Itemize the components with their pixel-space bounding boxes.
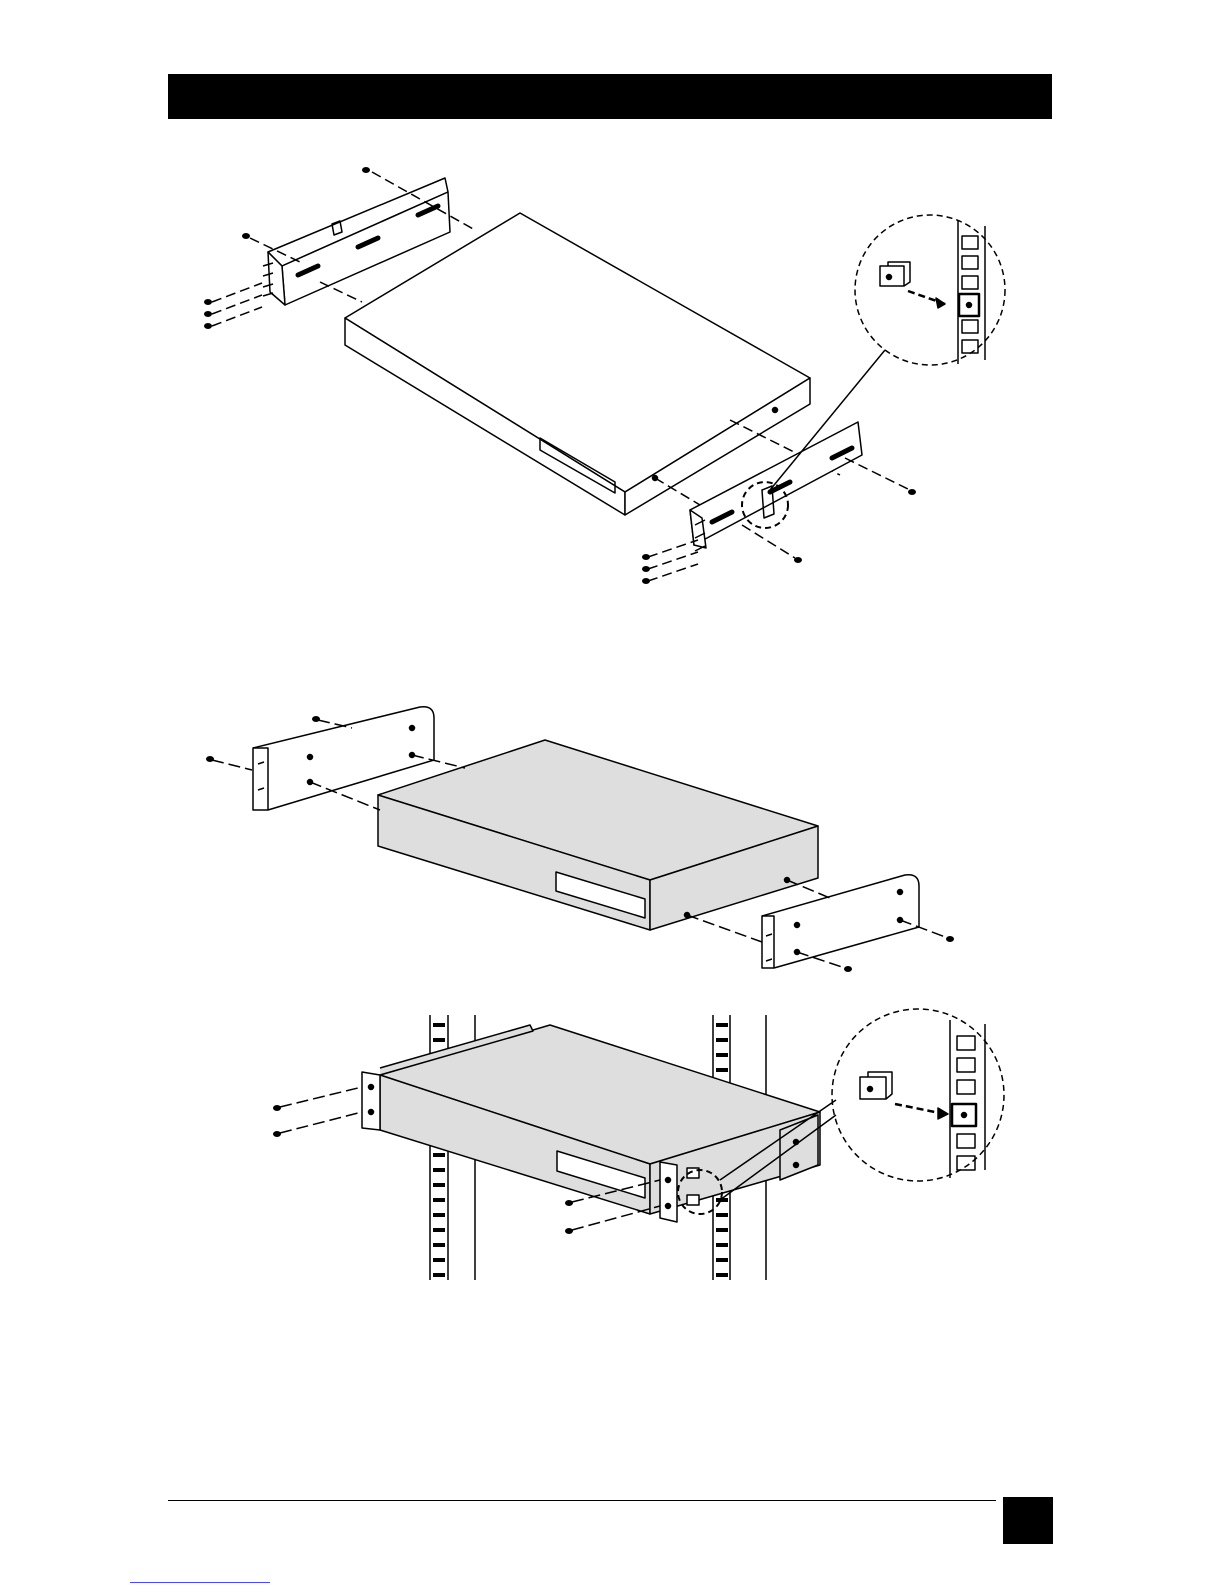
cage-nut-detail-circle-2 — [832, 1009, 1004, 1181]
cage-nut-icon — [880, 262, 910, 286]
device-box-shaded — [378, 740, 818, 930]
rack-rail-detail — [958, 220, 985, 364]
cage-nut-detail-circle — [855, 215, 1005, 365]
page-number-box — [1003, 1497, 1053, 1544]
installed-device — [380, 1025, 820, 1214]
footer-rule — [168, 1500, 996, 1501]
figure-2-flush-brackets — [0, 700, 1225, 980]
link-underline — [130, 1582, 270, 1583]
figure-3-rack-installation — [0, 1005, 1225, 1285]
page-header-bar — [168, 74, 1052, 119]
cage-nut-icon-2 — [860, 1072, 892, 1099]
device-box — [345, 213, 810, 515]
figure-1-bracket-assembly — [0, 150, 1225, 610]
